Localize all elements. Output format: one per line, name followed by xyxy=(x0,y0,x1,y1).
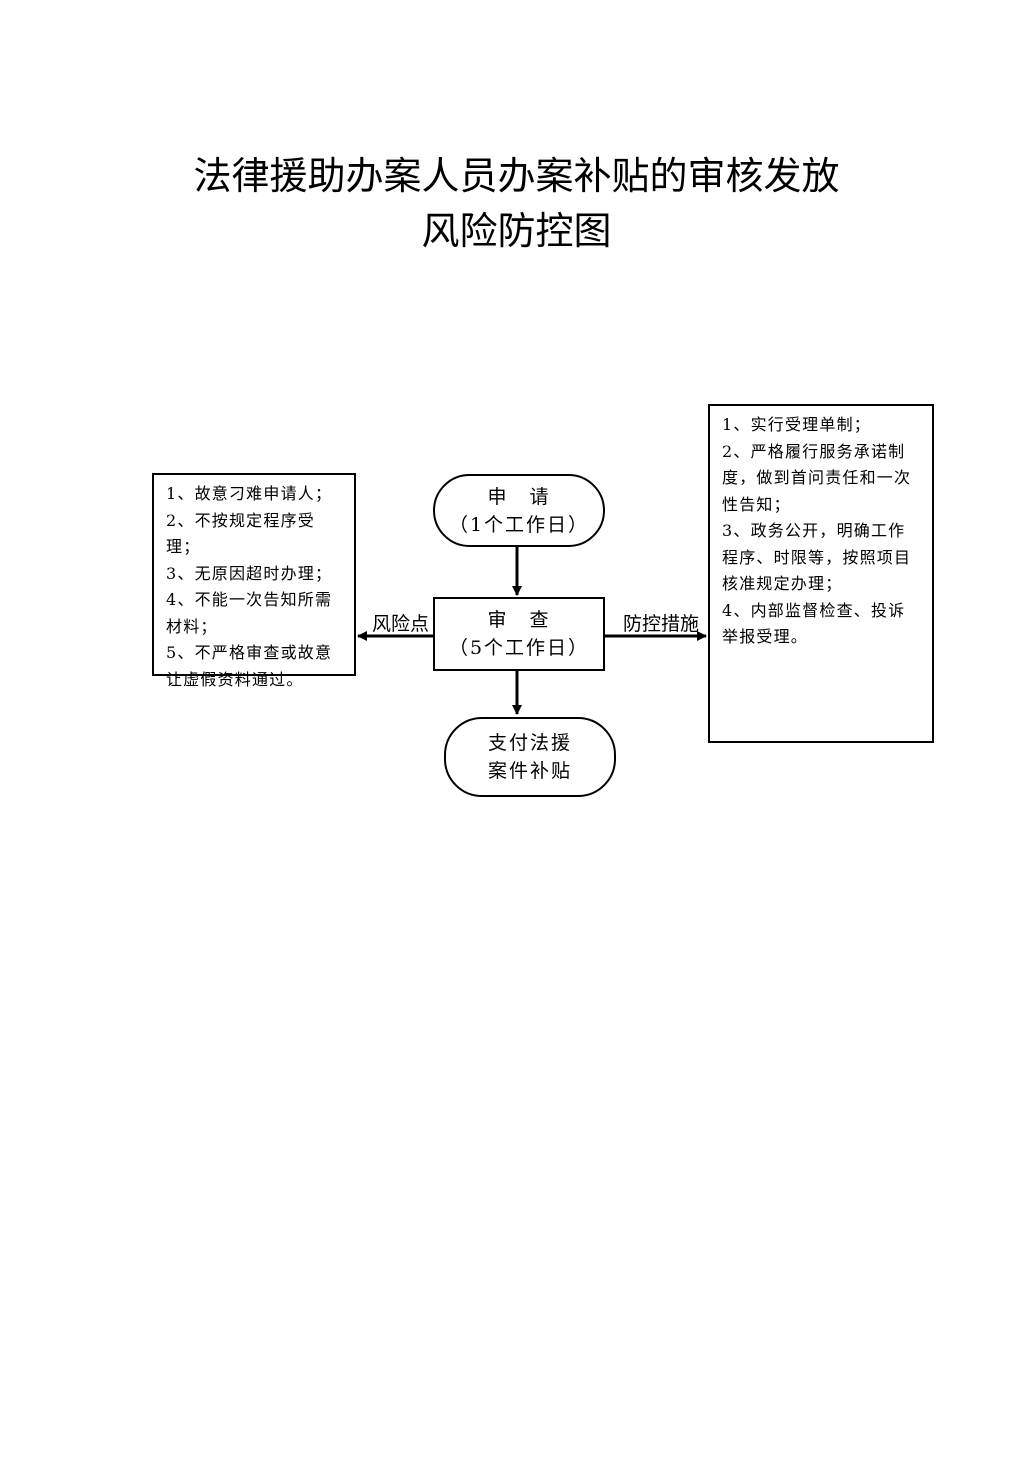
node-apply-duration: （1个工作日） xyxy=(448,513,590,536)
risk-point-label: 风险点 xyxy=(372,613,430,635)
node-apply: 申 请 （1个工作日） xyxy=(433,474,605,547)
risk-points-box: 1、故意刁难申请人； 2、不按规定程序受理； 3、无原因超时办理； 4、不能一次… xyxy=(152,473,356,689)
measure-item: 4、内部监督检查、投诉举报受理。 xyxy=(722,600,906,647)
node-review-label: 审 查 xyxy=(487,609,551,631)
measure-item: 1、实行受理单制； xyxy=(722,415,871,434)
measure-item: 3、政务公开，明确工作程序、时限等，按照项目核准规定办理； xyxy=(722,521,912,593)
diagram-title-line2: 风险防控图 xyxy=(421,209,612,253)
control-measures-label: 防控措施 xyxy=(623,613,700,635)
node-pay-line1: 支付法援 xyxy=(487,732,572,754)
risk-item: 1、故意刁难申请人； xyxy=(166,484,333,503)
node-pay: 支付法援 案件补贴 xyxy=(444,717,616,797)
risk-item: 5、不严格审查或故意让虚假资料通过。 xyxy=(166,643,333,689)
node-review-duration: （5个工作日） xyxy=(448,637,590,659)
risk-item: 4、不能一次告知所需材料； xyxy=(166,590,333,636)
node-pay-line2: 案件补贴 xyxy=(487,760,572,782)
risk-item: 3、无原因超时办理； xyxy=(166,563,333,583)
node-apply-label: 申 请 xyxy=(487,485,551,508)
control-measures-box: 1、实行受理单制； 2、严格履行服务承诺制度，做到首问责任和一次性告知； 3、政… xyxy=(708,404,934,743)
diagram-title-line1: 法律援助办案人员办案补贴的审核发放 xyxy=(193,154,840,198)
risk-item: 2、不按规定程序受理； xyxy=(166,510,315,557)
measure-item: 2、严格履行服务承诺制度，做到首问责任和一次性告知； xyxy=(722,441,912,514)
node-review: 审 查 （5个工作日） xyxy=(433,597,605,671)
